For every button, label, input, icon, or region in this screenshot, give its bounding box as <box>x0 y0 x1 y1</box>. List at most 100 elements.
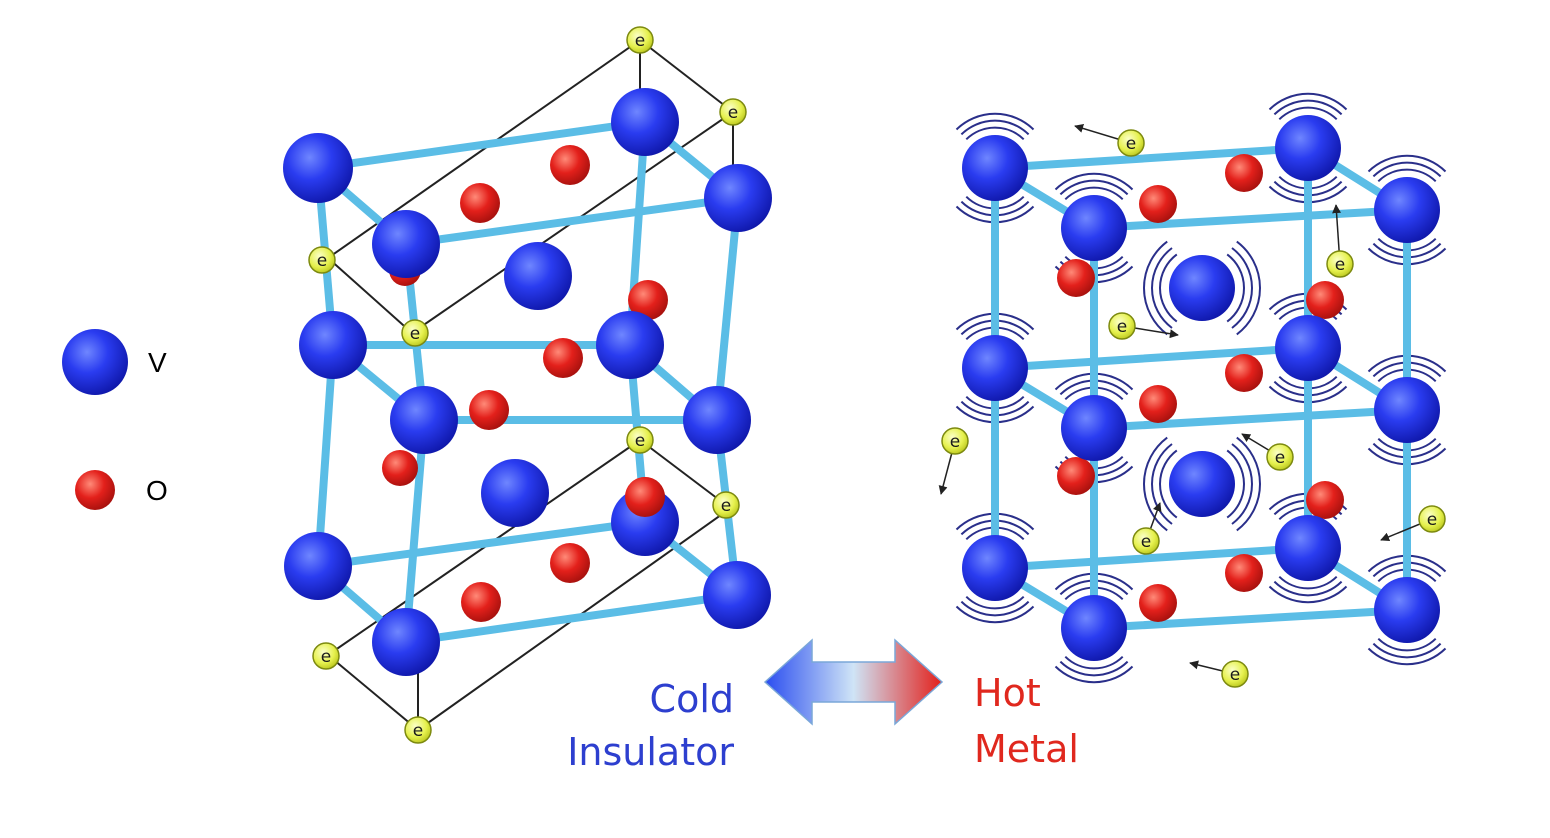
vanadium-atom <box>372 210 440 278</box>
oxygen-atom <box>469 390 509 430</box>
legend: V O <box>62 329 168 510</box>
electron: e <box>719 98 747 126</box>
bond <box>402 591 741 646</box>
vanadium-atom <box>299 311 367 379</box>
oxygen-atom <box>1057 259 1095 297</box>
oxygen-atom <box>461 582 501 622</box>
electron-label: e <box>1335 255 1345 275</box>
bond <box>991 544 1312 572</box>
vanadium-atom <box>1169 255 1235 321</box>
electron: e <box>1418 505 1446 533</box>
electron-label: e <box>1126 134 1136 154</box>
vanadium-atom <box>1374 177 1440 243</box>
electron-label: e <box>1117 317 1127 337</box>
oxygen-atom <box>1306 281 1344 319</box>
bond <box>1090 606 1411 632</box>
vanadium-atom <box>962 135 1028 201</box>
vanadium-atom <box>1061 195 1127 261</box>
vanadium-atom <box>284 532 352 600</box>
vanadium-atom <box>390 386 458 454</box>
oxygen-atom <box>543 338 583 378</box>
vanadium-atom <box>1275 515 1341 581</box>
electron-label: e <box>721 496 731 516</box>
cold-insulator-lattice: e e e e e e e e <box>283 26 772 744</box>
electron-label: e <box>635 31 645 51</box>
oxygen-atom <box>1225 354 1263 392</box>
vanadium-atom <box>1061 595 1127 661</box>
cell-edge <box>327 257 413 334</box>
vanadium-atom <box>1374 577 1440 643</box>
oxygen-atom <box>628 280 668 320</box>
atom-layer: e e e e e e e e <box>283 26 772 744</box>
cold-label: Cold <box>650 677 734 721</box>
electron-label: e <box>1141 532 1151 552</box>
electron-label: e <box>1275 448 1285 468</box>
hot-label: Hot <box>974 671 1041 715</box>
electron-label: e <box>728 103 738 123</box>
oxygen-atom <box>1139 385 1177 423</box>
electron: e <box>1117 129 1145 157</box>
vanadium-atom <box>1275 115 1341 181</box>
electron: e <box>1221 660 1249 688</box>
metal-label: Metal <box>974 727 1079 771</box>
bond <box>1090 406 1411 432</box>
legend-vanadium-label: V <box>148 347 167 378</box>
electron: e <box>712 491 740 519</box>
bond <box>991 344 1312 372</box>
vanadium-atom <box>372 608 440 676</box>
vanadium-atom <box>481 459 549 527</box>
electron: e <box>401 319 429 347</box>
electron-label: e <box>317 251 327 271</box>
vanadium-atom <box>683 386 751 454</box>
oxygen-atom <box>460 183 500 223</box>
bond <box>1090 206 1411 232</box>
vanadium-atom <box>703 561 771 629</box>
oxygen-atom <box>1225 154 1263 192</box>
bond <box>402 194 742 248</box>
legend-vanadium-sphere <box>62 329 128 395</box>
oxygen-atom <box>1139 185 1177 223</box>
vanadium-atom <box>1169 451 1235 517</box>
electron: e <box>1108 312 1136 340</box>
electron: e <box>626 26 654 54</box>
electron: e <box>312 642 340 670</box>
bond <box>314 518 649 570</box>
bond <box>314 118 649 172</box>
cell-edge <box>327 39 641 259</box>
oxygen-atom <box>1139 584 1177 622</box>
transition-double-arrow-icon <box>763 638 944 726</box>
electron-label: e <box>635 431 645 451</box>
bond <box>314 341 337 570</box>
electron-label: e <box>1230 665 1240 685</box>
oxygen-atom <box>1057 457 1095 495</box>
oxygen-atom <box>382 450 418 486</box>
oxygen-atom <box>550 145 590 185</box>
vanadium-atom <box>962 535 1028 601</box>
bond-network <box>314 118 742 646</box>
electron-label: e <box>950 432 960 452</box>
electron: e <box>626 426 654 454</box>
oxygen-atom <box>1306 481 1344 519</box>
legend-oxygen-label: O <box>146 475 168 506</box>
hot-metal-lattice: e e e e e e e e <box>938 92 1447 688</box>
vanadium-atom <box>596 311 664 379</box>
atom-layer <box>962 115 1440 661</box>
insulator-label: Insulator <box>567 730 734 774</box>
vanadium-atom <box>1275 315 1341 381</box>
electron: e <box>404 716 432 744</box>
bond <box>402 416 428 646</box>
cell-edge <box>639 39 734 113</box>
electron: e <box>1326 250 1354 278</box>
bond <box>991 144 1312 172</box>
oxygen-atom <box>1225 554 1263 592</box>
vibration-arc-icon <box>1143 240 1261 336</box>
bond <box>713 194 742 424</box>
electron: e <box>1266 443 1294 471</box>
vanadium-atom <box>1061 395 1127 461</box>
electron: e <box>1132 527 1160 555</box>
oxygen-atom <box>625 477 665 517</box>
vanadium-atom <box>283 133 353 203</box>
vibration-arc-icon <box>1143 436 1261 532</box>
vanadium-atom <box>1374 377 1440 443</box>
